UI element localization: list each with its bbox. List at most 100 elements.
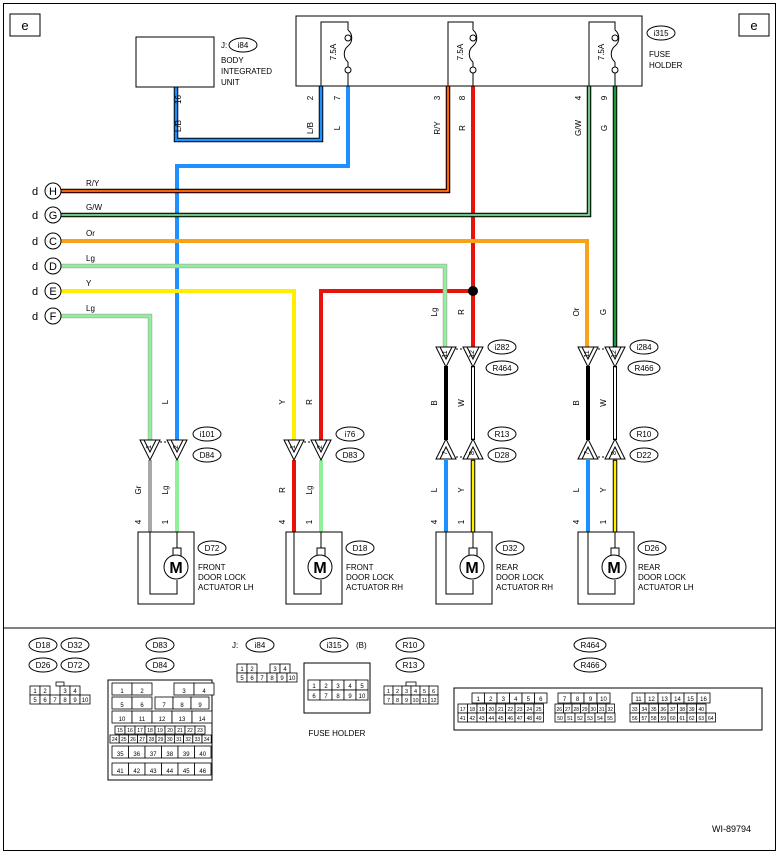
- actuator-d72-id-oval: [197, 540, 227, 556]
- view-r464-row2a-num-21: 21: [498, 707, 504, 713]
- offpage-C-wire: Or: [86, 229, 95, 238]
- view-d18-row2-num-6: 6: [43, 698, 47, 704]
- fuse-3-rating: 7.5A: [597, 43, 606, 60]
- conn-r464-id-oval: [485, 360, 519, 376]
- view-d83-row1b-num-4: 4: [202, 689, 206, 695]
- view-d83-tag-oval: [145, 637, 175, 653]
- conn-r13-pin-7: 7: [442, 451, 449, 455]
- view-i315-row2-num-6: 6: [312, 694, 316, 700]
- view-r464-row2c-num-40: 40: [698, 707, 704, 713]
- view-r464-row1c-num-16: 16: [700, 697, 707, 703]
- actuator-d32-pin-right: 1: [457, 519, 466, 524]
- view-r464-row2a-num-20: 20: [488, 707, 494, 713]
- view-r464-row2c-num-37: 37: [670, 707, 676, 713]
- view-i315-row2-num-9: 9: [348, 694, 352, 700]
- view-d26-tag-label: D26: [36, 661, 51, 670]
- fuse-holder-name-1: FUSE: [649, 50, 670, 59]
- view-r10-row2-num-7: 7: [387, 698, 390, 704]
- offpage-C-prefix: d: [32, 236, 38, 248]
- view-d83-row7-num-41: 41: [117, 769, 124, 775]
- actuator-d26-id-label: D26: [645, 544, 660, 553]
- fuse-1-rating: 7.5A: [329, 43, 338, 60]
- view-i84-tag-label: i84: [255, 641, 266, 650]
- view-i315-row1-num-3: 3: [336, 684, 340, 690]
- conn-i76-pin-2: 2: [317, 445, 324, 449]
- view-r464-row1a-num-4: 4: [514, 697, 518, 703]
- view-r10-latch: [405, 681, 417, 687]
- view-r464-row3a-num-48: 48: [526, 716, 532, 722]
- view-r464-row1b-cell-10: [596, 692, 611, 704]
- view-r464-row1a-num-2: 2: [489, 697, 493, 703]
- conn-i282-arrow-12: [462, 346, 484, 369]
- view-r464-row2c-num-38: 38: [679, 707, 685, 713]
- conn-i101-pin-1: 1: [146, 445, 153, 449]
- conn-i76-wire-above-1: Y: [278, 399, 287, 405]
- view-d83-row4-num-19: 19: [157, 728, 163, 734]
- wire-lb-fill: [174, 84, 323, 142]
- view-r464-row1c-num-14: 14: [674, 697, 681, 703]
- fuse-wire-0: L/B: [306, 122, 315, 134]
- view-r10-row2-num-11: 11: [422, 698, 428, 704]
- actuator-d26-motor-symbol: M: [607, 560, 620, 577]
- view-i84-prefix: J:: [232, 641, 238, 650]
- view-r464-row2a-num-18: 18: [469, 707, 475, 713]
- view-r464-row1c-num-15: 15: [687, 697, 694, 703]
- view-d83-row7-num-45: 45: [183, 769, 190, 775]
- view-r464-row3b-num-54: 54: [597, 716, 603, 722]
- view-r464-row2c-num-33: 33: [632, 707, 638, 713]
- offpage-E-prefix: d: [32, 286, 38, 298]
- fuse-holder-conn-id: i315: [653, 29, 669, 38]
- conn-i101-pin-2: 2: [173, 445, 180, 449]
- corner-tag-left-label: e: [21, 18, 28, 33]
- view-d83-row6-num-39: 39: [183, 752, 190, 758]
- view-d83-row7-num-43: 43: [150, 769, 157, 775]
- view-r464-row3a-num-46: 46: [507, 716, 513, 722]
- conn-d22-id-oval: [629, 447, 659, 463]
- view-d83-row1b-cell-4: [193, 682, 215, 696]
- view-r464-row1c-num-13: 13: [661, 697, 668, 703]
- conn-r13-arrow-inner-7: [439, 445, 453, 460]
- view-r464-row3b-num-51: 51: [567, 716, 573, 722]
- view-d18-latch: [55, 681, 65, 687]
- actuator-d18-id-label: D18: [353, 544, 368, 553]
- view-r10-row2-cell-12: [428, 694, 439, 705]
- wire-lg-d-fill: [60, 264, 447, 347]
- fuse-3-terminal-top: [611, 34, 619, 42]
- actuator-d18-pin-left: 4: [278, 519, 287, 524]
- view-r466-tag-oval: [573, 657, 607, 673]
- offpage-G-prefix: d: [32, 210, 38, 222]
- view-d72-tag-oval: [60, 657, 90, 673]
- view-r464-row1c-num-12: 12: [648, 697, 655, 703]
- view-r464-row2a-num-23: 23: [517, 707, 523, 713]
- conn-r466-id-label: R466: [634, 364, 654, 373]
- wire-gw-stripe: [61, 85, 590, 216]
- fuse-1-terminal-bottom: [344, 66, 352, 74]
- offpage-H-circle: [44, 182, 62, 200]
- view-d83-row2a-cell-6: [131, 696, 153, 710]
- conn-i284-arrow-11: [577, 346, 599, 369]
- view-r464-row3c-cell-64: [705, 712, 716, 723]
- conn-i101-arrow-inner-1: [143, 439, 157, 454]
- conn-d83-id-oval: [335, 447, 365, 463]
- conn-i101-id-oval: [192, 426, 222, 442]
- view-d83-row6-cell-40: [194, 745, 212, 759]
- conn-d83-id-label: D83: [343, 451, 358, 460]
- wires: [59, 83, 618, 535]
- view-d83-row5-num-32: 32: [185, 737, 191, 743]
- actuator-d72-motor-circle: [163, 554, 189, 580]
- actuator-d26-motor-circle: [601, 554, 627, 580]
- fuse-pin-3: 3: [433, 95, 442, 100]
- fuse-3-terminal-bottom: [611, 66, 619, 74]
- view-d83-row5-num-33: 33: [195, 737, 201, 743]
- view-r464-row1b-num-9: 9: [589, 697, 593, 703]
- view-i315-tag-oval: [319, 637, 349, 653]
- view-i315-row1-num-4: 4: [348, 684, 352, 690]
- fuse-pin-4: 4: [574, 95, 583, 100]
- conn-i284-arrow-12: [604, 346, 626, 369]
- view-d83-row5-num-34: 34: [204, 737, 210, 743]
- view-i315-row1-num-5: 5: [360, 684, 364, 690]
- conn-r13-arrow-7: [435, 437, 457, 460]
- view-r464-row1a-num-5: 5: [527, 697, 531, 703]
- view-i315-row2-num-7: 7: [324, 694, 328, 700]
